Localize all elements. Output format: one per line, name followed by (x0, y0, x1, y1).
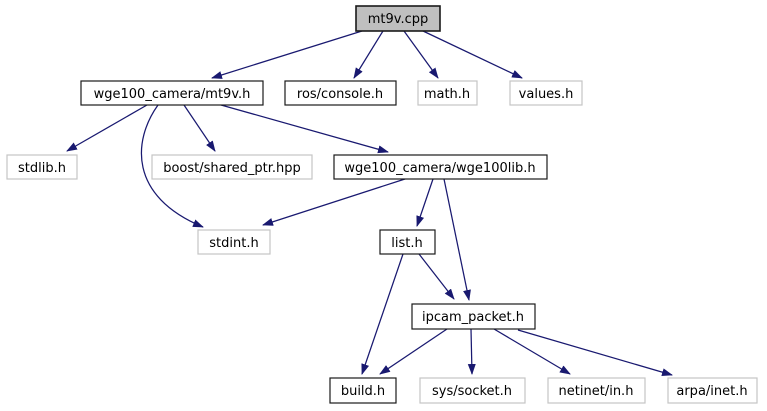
node-values-h: values.h (509, 80, 583, 106)
edge-mt9v-cpp-to-wge100-camera-mt9v-h (211, 30, 363, 79)
node-label: math.h (424, 87, 470, 102)
node-label: list.h (391, 236, 422, 251)
edge-ipcam-packet-h-to-netinet-in-h (493, 328, 571, 375)
edge-mt9v-h-to-stdlib-h (66, 104, 148, 152)
node-stdint-h: stdint.h (197, 229, 271, 255)
edges-layer (66, 30, 673, 377)
edge-mt9v-h-to-stdint-h (140, 104, 204, 228)
node-label: mt9v.cpp (368, 12, 429, 27)
node-label: arpa/inet.h (676, 384, 747, 399)
edge-ipcam-packet-h-to-arpa-inet-h (517, 329, 673, 377)
edge-mt9v-h-to-wge100lib-h (220, 104, 389, 154)
node-label: ipcam_packet.h (422, 310, 524, 325)
edge-wge100lib-h-to-ipcam-packet-h (443, 178, 471, 301)
edge-mt9v-cpp-to-values-h (422, 30, 523, 79)
node-ros-console-h[interactable]: ros/console.h (284, 80, 397, 106)
edge-wge100lib-h-to-stdint-h (262, 178, 406, 226)
node-wge100-camera-wge100lib-h[interactable]: wge100_camera/wge100lib.h (333, 154, 548, 180)
edge-list-h-to-build-h (361, 253, 404, 375)
node-label: stdlib.h (18, 161, 66, 176)
node-label: values.h (519, 87, 574, 102)
edge-mt9v-cpp-to-ros-console-h (353, 30, 384, 79)
edge-ipcam-packet-h-to-sys-socket-h (467, 328, 476, 375)
node-label: sys/socket.h (432, 384, 512, 399)
node-arpa-inet-h: arpa/inet.h (667, 377, 758, 404)
node-list-h[interactable]: list.h (379, 229, 436, 255)
edge-ipcam-packet-h-to-build-h (379, 328, 448, 375)
node-label: wge100_camera/mt9v.h (94, 87, 251, 102)
node-label: build.h (341, 384, 385, 399)
node-wge100-camera-mt9v-h[interactable]: wge100_camera/mt9v.h (80, 80, 264, 106)
node-sys-socket-h: sys/socket.h (419, 377, 526, 404)
node-netinet-in-h: netinet/in.h (547, 377, 646, 404)
edge-list-h-to-ipcam-packet-h (418, 253, 455, 300)
node-mt9v-cpp: mt9v.cpp (355, 5, 441, 32)
edge-mt9v-cpp-to-math-h (403, 30, 439, 79)
node-label: stdint.h (209, 236, 258, 251)
node-boost-shared-ptr-hpp: boost/shared_ptr.hpp (151, 154, 313, 180)
node-label: boost/shared_ptr.hpp (163, 161, 301, 176)
edge-wge100lib-h-to-list-h (416, 178, 434, 227)
edge-mt9v-h-to-boost-shared-ptr-hpp (183, 104, 216, 152)
node-label: ros/console.h (297, 87, 383, 102)
node-math-h: math.h (417, 80, 478, 106)
node-label: netinet/in.h (559, 384, 634, 399)
node-ipcam-packet-h[interactable]: ipcam_packet.h (411, 303, 536, 330)
node-stdlib-h: stdlib.h (6, 154, 78, 180)
node-label: wge100_camera/wge100lib.h (344, 161, 535, 176)
node-build-h[interactable]: build.h (329, 377, 397, 404)
nodes-layer: mt9v.cpp wge100_camera/mt9v.h ros/consol… (6, 5, 758, 404)
